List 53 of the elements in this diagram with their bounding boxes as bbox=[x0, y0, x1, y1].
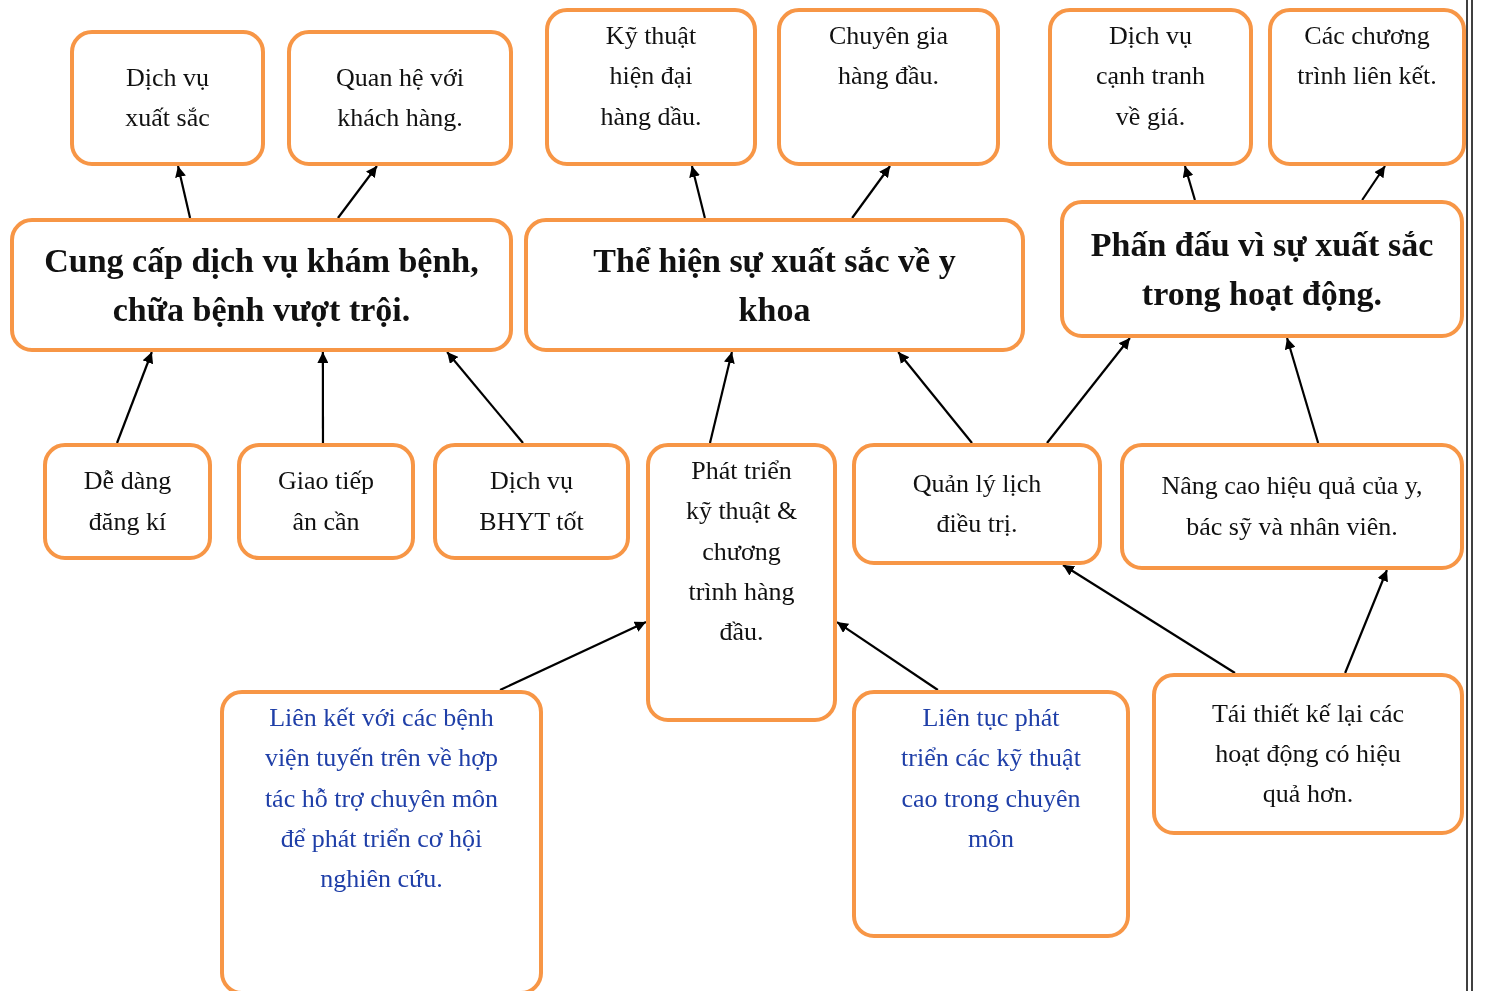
node-text: Chuyên gia hàng đầu. bbox=[827, 20, 950, 93]
arrow bbox=[1361, 165, 1386, 201]
process-box bbox=[287, 30, 513, 166]
node-text: Quan hệ với khách hàng. bbox=[335, 61, 465, 134]
arrow bbox=[1344, 569, 1388, 674]
process-box bbox=[524, 218, 1025, 352]
arrow bbox=[1046, 337, 1131, 444]
process-box bbox=[777, 8, 1000, 166]
node-text: Dễ dàng đăng kí bbox=[82, 465, 173, 538]
node-text: Kỹ thuật hiện đại hàng dầu. bbox=[599, 20, 703, 133]
arrow bbox=[499, 621, 647, 691]
process-box bbox=[1060, 200, 1464, 338]
node-text: Giao tiếp ân cần bbox=[277, 465, 375, 538]
node-text: Quản lý lịch điều trị. bbox=[911, 467, 1043, 540]
arrow bbox=[337, 165, 378, 219]
process-box bbox=[10, 218, 513, 352]
node-text: Liên tục phát triển các kỹ thuật cao trong chuyên môn bbox=[900, 702, 1082, 855]
arrow bbox=[175, 165, 192, 219]
arrow bbox=[708, 351, 735, 444]
process-box bbox=[220, 690, 543, 991]
arrow bbox=[836, 621, 939, 691]
process-box bbox=[1120, 443, 1464, 570]
node-text: Dịch vụ BHYT tốt bbox=[478, 465, 585, 538]
arrow bbox=[1062, 564, 1236, 674]
node-text: Các chương trình liên kết. bbox=[1296, 20, 1438, 93]
process-box bbox=[852, 690, 1130, 938]
node-text: Phấn đấu vì sự xuất sắc trong hoạt động. bbox=[1089, 224, 1435, 314]
arrow bbox=[689, 165, 706, 219]
arrow bbox=[116, 351, 154, 444]
arrow bbox=[1182, 165, 1196, 201]
arrow bbox=[851, 165, 891, 219]
node-text: Phát triển kỹ thuật & chương trình hàng đầu. bbox=[684, 455, 799, 649]
arrow bbox=[317, 352, 329, 443]
arrow bbox=[1284, 337, 1320, 444]
process-box bbox=[237, 443, 415, 560]
process-box bbox=[43, 443, 212, 560]
process-box bbox=[433, 443, 630, 560]
process-box bbox=[1152, 673, 1464, 835]
process-box bbox=[852, 443, 1102, 565]
node-text: Dịch vụ xuất sắc bbox=[124, 61, 211, 134]
node-text: Dịch vụ cạnh tranh về giá. bbox=[1095, 20, 1206, 133]
node-text: Tái thiết kế lại các hoạt động có hiệu quả hơn. bbox=[1211, 697, 1405, 811]
process-box bbox=[646, 443, 837, 722]
arrow bbox=[897, 351, 973, 444]
node-text: Liên kết với các bệnh viện tuyến trên về hợp tác hỗ trợ chuyên môn để phát triển cơ hội nghiên cứu. bbox=[263, 702, 500, 896]
node-text: Nâng cao hiệu quả của y, bác sỹ và nhân viên. bbox=[1160, 470, 1424, 543]
node-text: Thể hiện sự xuất sắc về y khoa bbox=[592, 240, 957, 330]
node-text: Cung cấp dịch vụ khám bệnh, chữa bệnh vượt trội. bbox=[43, 240, 480, 330]
process-box bbox=[1268, 8, 1466, 166]
process-box bbox=[70, 30, 265, 166]
process-box bbox=[545, 8, 757, 166]
arrow bbox=[446, 351, 524, 444]
process-box bbox=[1048, 8, 1253, 166]
